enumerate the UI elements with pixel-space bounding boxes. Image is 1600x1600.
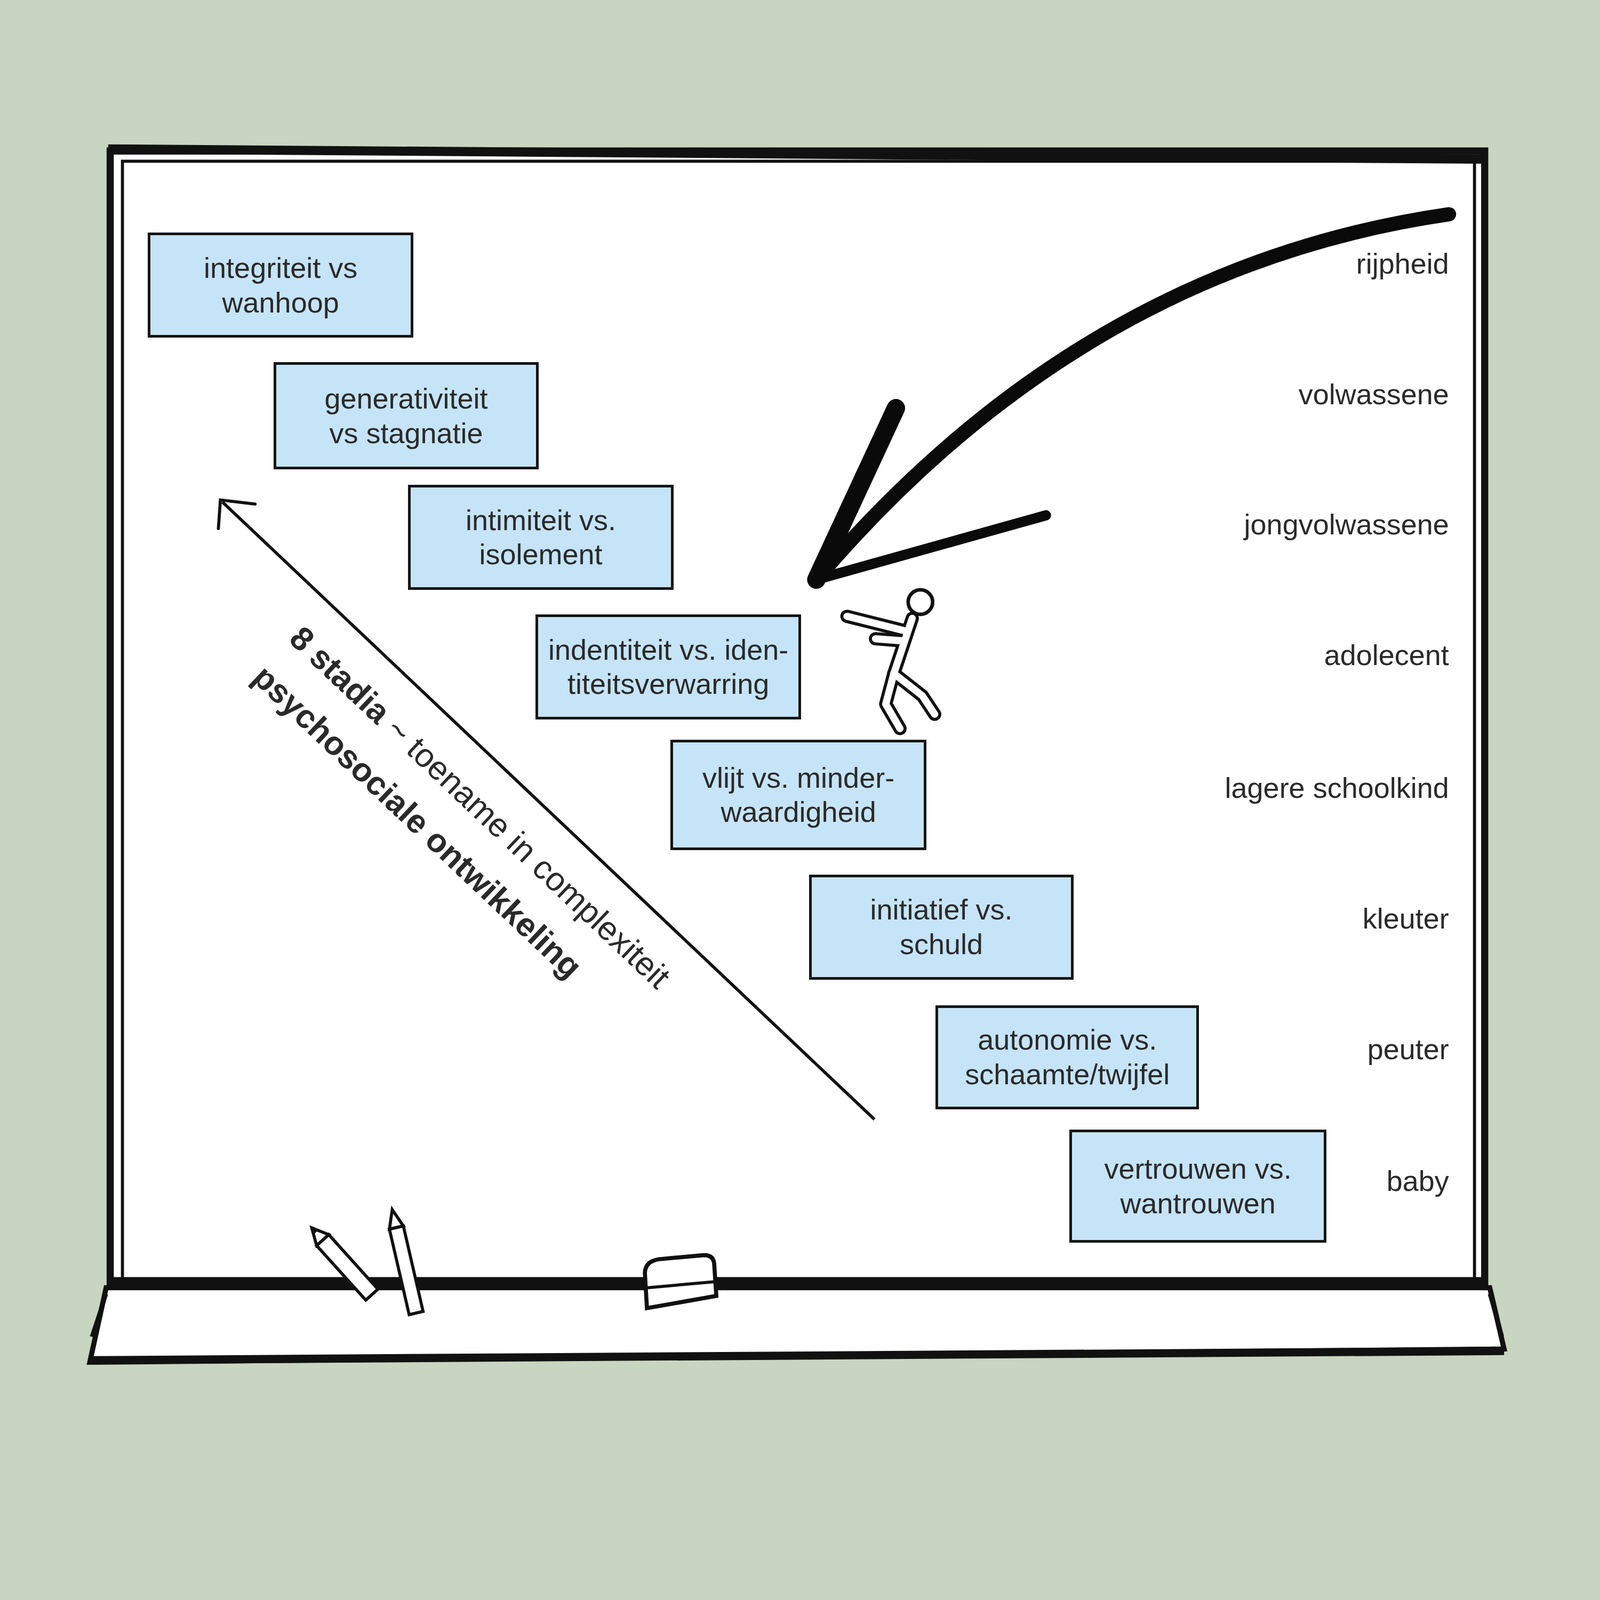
stage-age-label: peuter bbox=[1367, 1031, 1450, 1067]
stage-age-label: rijpheid bbox=[1356, 245, 1450, 281]
pointer-arrow bbox=[816, 214, 1450, 580]
stage-text: indentiteit vs. iden- titeitsverwarring bbox=[541, 632, 795, 702]
stage-text: generativiteit vs stagnatie bbox=[309, 381, 502, 451]
marker bbox=[385, 1208, 423, 1315]
stage-box: generativiteit vs stagnatie bbox=[273, 362, 539, 470]
stick-figure bbox=[846, 589, 935, 729]
board-tray bbox=[89, 1281, 1504, 1363]
stage-box: indentiteit vs. iden- titeitsverwarring bbox=[535, 614, 801, 720]
stage-box: integriteit vs wanhoop bbox=[147, 232, 413, 338]
stage-box: autonomie vs. schaamte/twijfel bbox=[935, 1005, 1199, 1110]
stage-box: vlijt vs. minder- waardigheid bbox=[670, 739, 927, 851]
whiteboard bbox=[108, 148, 1486, 1286]
stage-text: autonomie vs. schaamte/twijfel bbox=[952, 1022, 1182, 1092]
marker bbox=[305, 1222, 378, 1301]
stage-text: initiatief vs. schuld bbox=[856, 892, 1027, 962]
stage-box: vertrouwen vs. wantrouwen bbox=[1069, 1129, 1327, 1243]
stage-text: integriteit vs wanhoop bbox=[189, 250, 372, 320]
stage-box: initiatief vs. schuld bbox=[809, 874, 1074, 980]
stage-text: intimiteit vs. isolement bbox=[451, 502, 631, 573]
stage-age-label: baby bbox=[1386, 1163, 1450, 1198]
stage-text: vlijt vs. minder- waardigheid bbox=[691, 760, 906, 830]
eraser bbox=[644, 1254, 717, 1308]
stage-box: intimiteit vs. isolement bbox=[408, 484, 674, 590]
stage-age-label: adolecent bbox=[1324, 637, 1450, 673]
stage-age-label: jongvolwassene bbox=[1244, 507, 1450, 542]
stage-age-label: lagere schoolkind bbox=[1225, 770, 1450, 806]
stage-age-label: kleuter bbox=[1362, 901, 1450, 936]
stage-age-label: volwassene bbox=[1298, 376, 1450, 412]
stage-text: vertrouwen vs. wantrouwen bbox=[1091, 1151, 1305, 1221]
